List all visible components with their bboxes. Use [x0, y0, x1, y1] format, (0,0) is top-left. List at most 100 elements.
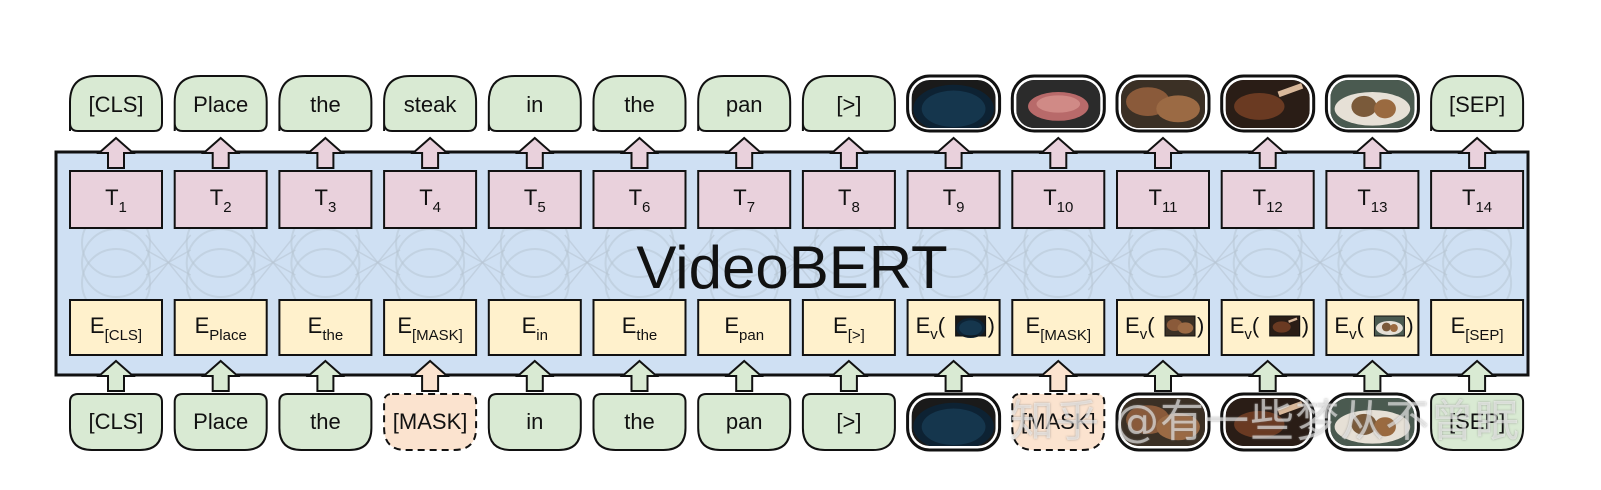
up-arrow-output: [410, 136, 450, 169]
label-base: T: [733, 185, 746, 210]
label-subscript: 5: [537, 199, 545, 216]
token-column: [>]T8E[>][>]: [801, 75, 896, 451]
input-token: [173, 393, 268, 451]
network-edge: [355, 249, 401, 276]
up-arrow-output: [305, 136, 346, 169]
transformer-output-box: [383, 170, 478, 229]
output-token: [173, 75, 268, 132]
input-token-label: [SEP]: [1449, 409, 1505, 434]
transformer-output-box: [278, 170, 373, 229]
transformer-output-box: [592, 170, 687, 229]
label-base: E: [833, 313, 848, 338]
input-token-label: [>]: [836, 409, 861, 434]
output-token-label: the: [624, 92, 655, 117]
token-output-label: T4: [419, 185, 441, 216]
label-base: T: [1357, 185, 1370, 210]
up-arrow-output: [201, 136, 241, 169]
embedding-label: E[CLS]: [90, 313, 142, 344]
label-base: E: [522, 313, 537, 338]
network-edge: [459, 249, 506, 276]
output-token: [278, 75, 373, 132]
label-subscript: Place: [209, 327, 247, 344]
embedding-label: Ein: [522, 313, 548, 344]
input-token-label: the: [624, 409, 655, 434]
up-arrow-input: [1457, 359, 1497, 392]
network-edge: [250, 249, 296, 276]
embedding-label: E[SEP]: [1451, 313, 1504, 344]
label-subscript: 6: [642, 199, 650, 216]
label-subscript: v: [1349, 326, 1357, 343]
embedding-label: E[MASK]: [1026, 313, 1092, 344]
up-arrow-output: [96, 136, 136, 169]
embedding-thumbnail: [1373, 315, 1405, 337]
label-subscript: 12: [1266, 199, 1283, 216]
output-token-label: [SEP]: [1449, 92, 1505, 117]
label-subscript: [SEP]: [1465, 327, 1503, 344]
label-base: T: [1462, 185, 1475, 210]
embedding-label: Ev(: [1334, 313, 1364, 343]
up-arrow-input: [1248, 359, 1288, 392]
up-arrow-output: [1457, 136, 1497, 169]
label-subscript: the: [636, 327, 657, 344]
output-token: [1430, 75, 1525, 132]
transformer-output-box: [1220, 170, 1315, 229]
input-video-frame: [1115, 392, 1211, 452]
label-base: T: [524, 185, 537, 210]
embedding-label: Ev(: [1230, 313, 1260, 343]
up-arrow-output: [1248, 136, 1288, 169]
input-token: [592, 393, 687, 451]
label-base: E: [1125, 313, 1140, 338]
output-token-label: steak: [404, 92, 458, 117]
input-token-label: Place: [193, 409, 248, 434]
label-base: E: [724, 313, 739, 338]
embedding-thumbnail: [1164, 315, 1196, 337]
up-arrow-output: [619, 136, 660, 169]
input-token: [487, 393, 582, 451]
label-subscript: 10: [1057, 199, 1074, 216]
transformer-output-box: [69, 170, 163, 229]
input-token-label: pan: [726, 409, 763, 434]
token-output-label: T3: [315, 185, 337, 216]
label-base: E: [195, 313, 210, 338]
embedding-box: [173, 299, 268, 356]
input-token: [278, 393, 373, 451]
label-base: T: [105, 185, 118, 210]
embedding-label: EPlace: [195, 313, 247, 344]
label-subscript: [MASK]: [412, 327, 463, 344]
label-base: E: [1230, 313, 1245, 338]
token-output-label: T11: [1148, 185, 1177, 216]
output-token: [801, 75, 896, 132]
token-columns: [CLS]T1E[CLS][CLS]PlaceT2EPlacePlacetheT…: [69, 74, 1525, 452]
label-subscript: 3: [328, 199, 336, 216]
embedding-thumbnail: [1269, 315, 1301, 337]
input-mask-token: [383, 393, 478, 451]
network-edge: [1297, 249, 1343, 276]
label-subscript: 14: [1475, 199, 1492, 216]
label-paren-close: ): [988, 313, 995, 338]
embedding-label: E[MASK]: [397, 313, 463, 344]
label-subscript: [MASK]: [1040, 327, 1091, 344]
up-arrow-input: [1352, 359, 1393, 392]
label-paren: (: [1252, 313, 1260, 338]
embedding-label: E[>]: [833, 313, 865, 344]
token-output-label: T9: [943, 185, 965, 216]
output-token: [383, 75, 478, 132]
label-base: E: [916, 313, 931, 338]
label-base: T: [838, 185, 851, 210]
label-subscript: v: [1244, 326, 1252, 343]
token-output-label: T5: [524, 185, 546, 216]
label-paren: (: [1147, 313, 1155, 338]
input-token-label: the: [310, 409, 341, 434]
up-arrow-input: [410, 359, 450, 392]
output-token: [592, 75, 687, 132]
label-subscript: 8: [851, 199, 859, 216]
up-arrow-input: [619, 359, 660, 392]
label-paren: (: [1357, 313, 1365, 338]
label-base: E: [308, 313, 323, 338]
